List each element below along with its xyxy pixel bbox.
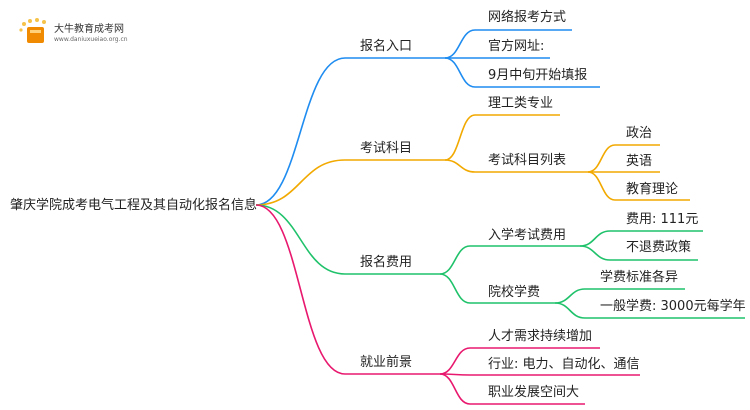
node-tuition-general: 一般学费: 3000元每学年	[600, 299, 746, 314]
node-career-growth: 职业发展空间大	[488, 385, 580, 400]
node-exam-fee: 入学考试费用	[488, 228, 567, 243]
node-industries: 行业: 电力、自动化、通信	[488, 357, 640, 372]
node-fee-amount: 费用: 111元	[626, 212, 699, 227]
child-connector	[554, 288, 586, 304]
branch-employment: 就业前景	[360, 355, 413, 370]
branch-connector	[255, 204, 346, 275]
branch-exam-subjects: 考试科目	[360, 141, 413, 156]
branch-connector	[255, 204, 346, 375]
child-connector	[444, 29, 476, 59]
node-subject-list: 考试科目列表	[488, 153, 567, 168]
child-connector	[439, 273, 471, 304]
node-no-refund: 不退费政策	[626, 240, 692, 255]
logo-title: 大牛教育成考网	[54, 24, 124, 35]
child-connector	[444, 114, 476, 161]
child-connector	[579, 230, 611, 247]
node-education-theory: 教育理论	[626, 182, 679, 197]
logo-url: www.daniuxueiao.org.cn	[54, 36, 128, 43]
branch-fees: 报名费用	[360, 255, 413, 270]
branch-connector	[255, 57, 346, 206]
child-connector	[554, 302, 586, 319]
child-connector	[439, 347, 471, 375]
node-tuition-varies: 学费标准各异	[600, 270, 679, 285]
node-tuition: 院校学费	[488, 285, 541, 300]
child-connector	[439, 373, 471, 405]
node-official-site: 官方网址:	[488, 39, 545, 54]
child-connector	[587, 171, 616, 201]
node-september-registration: 9月中旬开始填报	[488, 68, 588, 83]
node-politics: 政治	[626, 126, 653, 141]
logo-book-icon	[19, 18, 46, 43]
node-science-engineering: 理工类专业	[488, 96, 554, 111]
child-connector	[444, 159, 476, 173]
node-english: 英语	[626, 154, 653, 169]
branch-connector	[255, 159, 346, 206]
root-node: 肇庆学院成考电气工程及其自动化报名信息	[10, 198, 258, 213]
branch-registration-entry: 报名入口	[360, 39, 413, 54]
child-connector	[579, 245, 611, 261]
node-talent-demand: 人才需求持续增加	[488, 329, 593, 344]
child-connector	[444, 57, 476, 88]
child-connector	[587, 144, 616, 173]
node-online-registration: 网络报考方式	[488, 10, 567, 25]
child-connector	[439, 245, 471, 275]
